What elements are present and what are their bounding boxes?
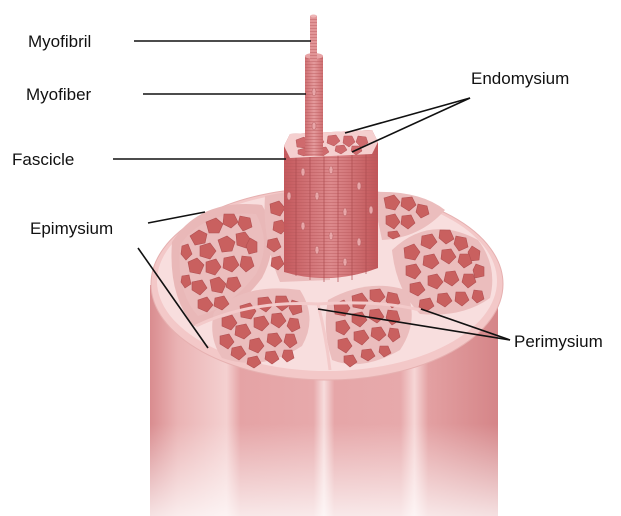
label-epimysium: Epimysium: [30, 219, 113, 238]
fascicle-bundle: [284, 130, 378, 282]
leader-line-endomysium-2: [352, 98, 470, 152]
label-fascicle: Fascicle: [12, 150, 74, 169]
myofibril: [310, 15, 317, 63]
myofiber: [305, 53, 323, 156]
label-myofiber: Myofiber: [26, 85, 92, 104]
label-myofibril: Myofibril: [28, 32, 91, 51]
leader-line-endomysium-1: [345, 98, 470, 133]
label-perimysium: Perimysium: [514, 332, 603, 351]
label-endomysium: Endomysium: [471, 69, 569, 88]
